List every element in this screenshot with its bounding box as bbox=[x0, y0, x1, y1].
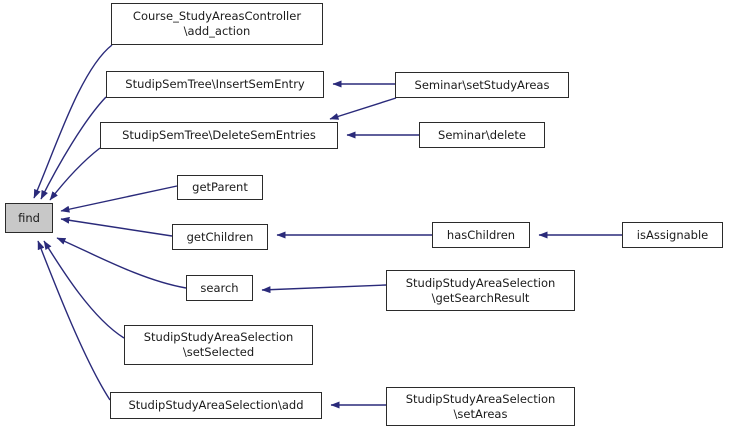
node-studipstudyareaselection-getsearchresult-label: StudipStudyAreaSelection \getSearchResul… bbox=[405, 275, 556, 305]
node-getparent[interactable]: getParent bbox=[177, 175, 263, 200]
node-isassignable-label: isAssignable bbox=[636, 227, 709, 242]
node-course-studyareascontroller-add-action-label: Course_StudyAreasController \add_action bbox=[132, 9, 302, 38]
node-studipstudyareaselection-add-label: StudipStudyAreaSelection\add bbox=[128, 398, 304, 412]
node-course-studyareascontroller-add-action[interactable]: Course_StudyAreasController \add_action bbox=[111, 3, 323, 45]
edge-get-parent-to-find bbox=[60, 185, 178, 213]
edge-delete-sem-entries-to-find bbox=[49, 147, 101, 201]
node-seminar-setstudyareas[interactable]: Seminar\setStudyAreas bbox=[395, 72, 569, 98]
node-find[interactable]: find bbox=[5, 203, 53, 233]
node-studipstudyareaselection-setareas-label: StudipStudyAreaSelection \setAreas bbox=[405, 391, 556, 421]
node-haschildren-label: hasChildren bbox=[446, 227, 516, 242]
node-studipsemtree-deletesementries-label: StudipSemTree\DeleteSemEntries bbox=[122, 128, 316, 142]
edge-set-selected-to-find bbox=[43, 240, 125, 339]
node-search[interactable]: search bbox=[186, 275, 253, 301]
edge-search-to-find bbox=[56, 237, 187, 289]
node-getchildren[interactable]: getChildren bbox=[172, 224, 268, 250]
edge-get-children-to-find bbox=[60, 216, 173, 237]
edge-add-action-to-find bbox=[33, 44, 113, 199]
edge-insert-sem-entry-to-find bbox=[40, 96, 107, 200]
node-getchildren-label: getChildren bbox=[186, 229, 254, 244]
node-find-label: find bbox=[18, 210, 40, 225]
node-seminar-delete[interactable]: Seminar\delete bbox=[419, 122, 545, 148]
node-studipsemtree-insertsementry-label: StudipSemTree\InsertSemEntry bbox=[125, 77, 305, 91]
node-studipsemtree-deletesementries[interactable]: StudipSemTree\DeleteSemEntries bbox=[100, 122, 338, 149]
node-haschildren[interactable]: hasChildren bbox=[432, 222, 530, 248]
edge-set-study-areas-to-delete-sem-entries bbox=[329, 97, 397, 120]
node-seminar-delete-label: Seminar\delete bbox=[438, 127, 526, 142]
node-search-label: search bbox=[200, 280, 239, 295]
node-studipstudyareaselection-add[interactable]: StudipStudyAreaSelection\add bbox=[110, 392, 322, 419]
node-studipstudyareaselection-getsearchresult[interactable]: StudipStudyAreaSelection \getSearchResul… bbox=[386, 270, 575, 311]
edge-add-to-find bbox=[37, 240, 111, 401]
node-getparent-label: getParent bbox=[192, 180, 248, 194]
node-seminar-setstudyareas-label: Seminar\setStudyAreas bbox=[414, 77, 550, 92]
node-studipstudyareaselection-setselected-label: StudipStudyAreaSelection \setSelected bbox=[143, 330, 294, 359]
node-studipstudyareaselection-setareas[interactable]: StudipStudyAreaSelection \setAreas bbox=[386, 387, 575, 426]
node-studipsemtree-insertsementry[interactable]: StudipSemTree\InsertSemEntry bbox=[106, 71, 324, 98]
node-isassignable[interactable]: isAssignable bbox=[622, 222, 723, 248]
node-studipstudyareaselection-setselected[interactable]: StudipStudyAreaSelection \setSelected bbox=[124, 325, 313, 365]
edge-get-search-result-to-search bbox=[261, 284, 387, 294]
